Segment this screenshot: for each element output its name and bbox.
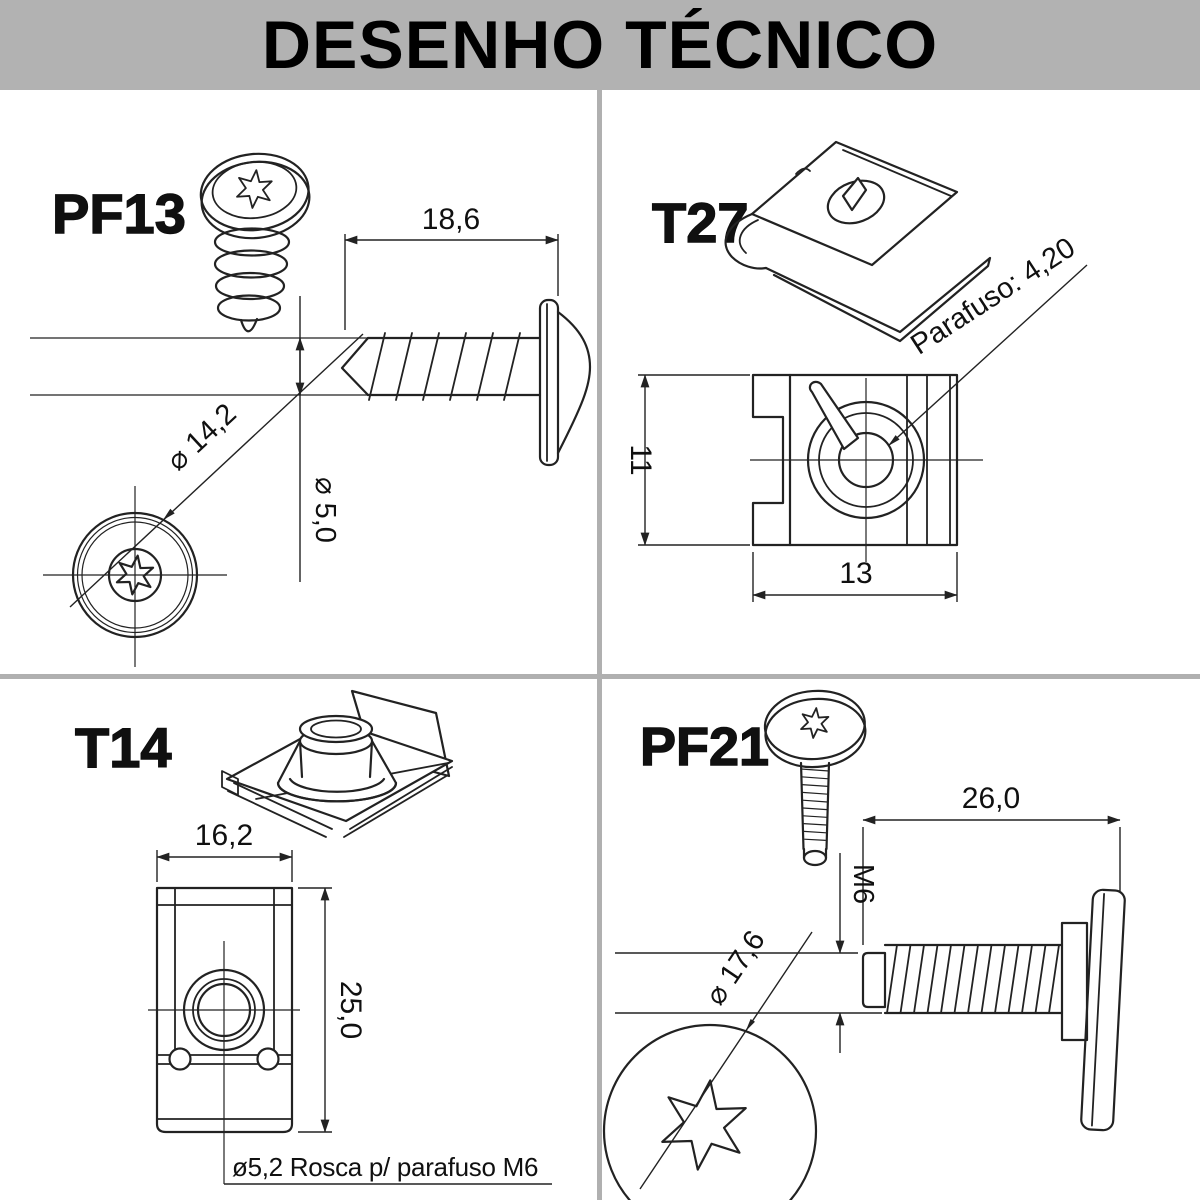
svg-text:16,2: 16,2 [195, 819, 253, 852]
svg-text:18,6: 18,6 [422, 203, 480, 236]
pf13-top-view [43, 486, 227, 667]
part-code-t14: T14 [75, 716, 172, 779]
svg-text:13: 13 [839, 557, 872, 590]
t27-front-view [750, 373, 983, 562]
part-code-t27: T27 [652, 191, 749, 254]
pf13-dim-shank-diameter: ⌀ 5,0 [295, 296, 341, 582]
pf13-side-view [30, 298, 592, 467]
t14-dim-width: 16,2 [156, 819, 293, 882]
svg-text:11: 11 [624, 444, 657, 475]
svg-text:25,0: 25,0 [334, 981, 367, 1039]
vertical-divider [597, 90, 602, 1200]
t14-thread-note: ø5,2 Rosca p/ parafuso M6 [224, 1152, 552, 1185]
t27-dim-height: 11 [624, 374, 750, 546]
svg-text:M6: M6 [847, 864, 879, 904]
svg-text:⌀ 14,2: ⌀ 14,2 [161, 398, 243, 477]
pf13-dim-length: 18,6 [344, 203, 559, 330]
panel-pf21: PF21 26,0 M6 [600, 679, 1200, 1200]
panel-t14: T14 16,2 [0, 679, 598, 1200]
svg-text:⌀ 5,0: ⌀ 5,0 [309, 477, 341, 543]
t14-3d-view [221, 689, 454, 838]
horizontal-divider [0, 674, 1200, 679]
pf21-side-view [861, 888, 1126, 1132]
pf21-3d-view [763, 689, 867, 867]
part-code-pf13: PF13 [52, 182, 186, 245]
panel-t27: T27 11 13 [600, 90, 1200, 674]
t27-dim-width: 13 [752, 552, 958, 602]
svg-text:⌀ 17,6: ⌀ 17,6 [699, 925, 771, 1011]
torx-icon [659, 1075, 749, 1175]
page-title: DESENHO TÉCNICO [261, 7, 939, 83]
pf21-dim-thread: M6 [615, 853, 882, 1053]
title-banner: DESENHO TÉCNICO [0, 0, 1200, 90]
pf21-top-view [602, 1023, 818, 1200]
pf13-3d-view [199, 149, 311, 333]
torx-icon [236, 168, 273, 209]
panel-pf13: PF13 18,6 ⌀ 5,0 [0, 90, 598, 674]
pf21-dim-length: 26,0 [862, 782, 1121, 945]
t14-front-view [148, 886, 300, 1184]
svg-text:26,0: 26,0 [962, 782, 1020, 815]
svg-text:ø5,2 Rosca p/ parafuso M6: ø5,2 Rosca p/ parafuso M6 [232, 1152, 538, 1182]
pf13-dim-head-diameter: ⌀ 14,2 [69, 333, 364, 608]
t27-3d-view [724, 140, 992, 343]
t14-dim-height: 25,0 [298, 887, 367, 1133]
part-code-pf21: PF21 [640, 717, 769, 777]
torx-icon [800, 707, 829, 740]
